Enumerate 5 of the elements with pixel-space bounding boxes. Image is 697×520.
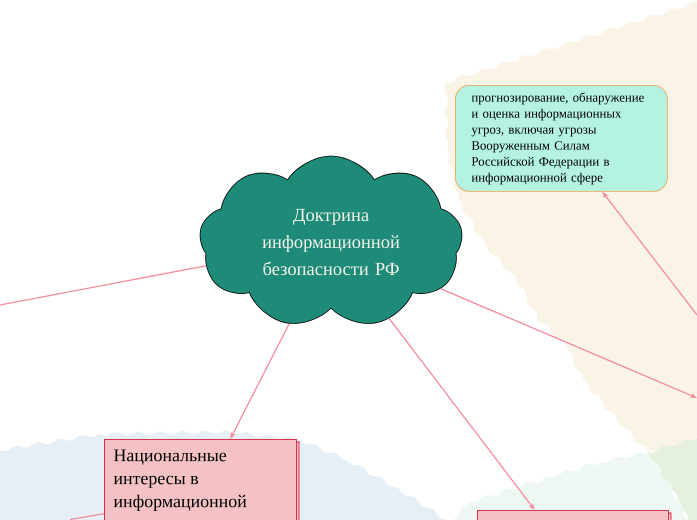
empty-box xyxy=(477,510,672,520)
text-box: Национальные интересы в информационной xyxy=(104,439,300,520)
text-box: прогнозирование, обнаружение и оценка информационных угроз, включая угрозы Вооруженным Силам Российской Федерации в информационной сфере xyxy=(455,85,668,192)
connector-line xyxy=(0,265,206,306)
connector-line xyxy=(70,513,104,520)
